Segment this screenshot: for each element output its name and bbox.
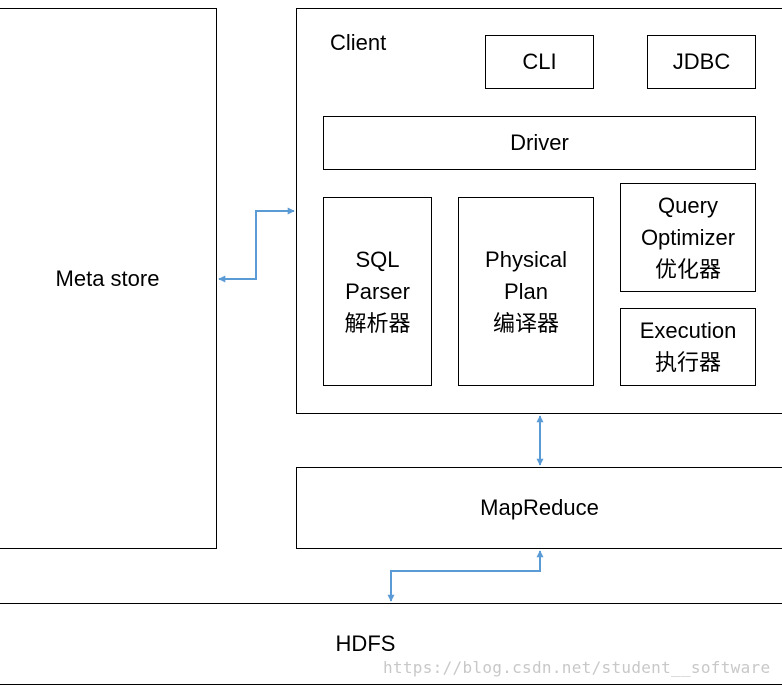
sql-parser-line-3: 解析器 bbox=[344, 310, 411, 336]
physical-plan-line-3: 编译器 bbox=[492, 310, 559, 336]
driver-label: Driver bbox=[510, 130, 569, 155]
physical-plan-box: Physical Plan 编译器 bbox=[458, 197, 594, 386]
mapreduce-box: MapReduce bbox=[296, 467, 782, 549]
execution-line-2: 执行器 bbox=[654, 350, 721, 375]
query-optimizer-line-3: 优化器 bbox=[654, 256, 721, 282]
mapreduce-label: MapReduce bbox=[480, 495, 599, 520]
hdfs-box: HDFS bbox=[0, 603, 782, 685]
meta-store-box: Meta store bbox=[0, 8, 217, 549]
cli-box: CLI bbox=[485, 35, 594, 89]
mapreduce-hdfs-arrow bbox=[387, 550, 544, 602]
jdbc-box: JDBC bbox=[647, 35, 756, 89]
physical-plan-line-1: Physical bbox=[485, 246, 567, 272]
physical-plan-line-2: Plan bbox=[503, 278, 549, 304]
execution-line-1: Execution bbox=[639, 318, 737, 343]
query-optimizer-box: Query Optimizer 优化器 bbox=[620, 183, 756, 292]
watermark-text: https://blog.csdn.net/student__software bbox=[383, 658, 771, 677]
metastore-client-arrow bbox=[218, 207, 295, 283]
query-optimizer-line-1: Query bbox=[658, 192, 718, 218]
cli-label: CLI bbox=[522, 49, 557, 74]
jdbc-label: JDBC bbox=[672, 49, 731, 74]
hdfs-label: HDFS bbox=[335, 631, 396, 656]
sql-parser-line-2: Parser bbox=[345, 278, 410, 304]
query-optimizer-line-2: Optimizer bbox=[640, 224, 736, 250]
execution-box: Execution 执行器 bbox=[620, 308, 756, 386]
client-label: Client bbox=[330, 30, 387, 55]
sql-parser-line-1: SQL bbox=[355, 246, 400, 272]
meta-store-label: Meta store bbox=[55, 265, 160, 291]
driver-box: Driver bbox=[323, 116, 756, 170]
sql-parser-box: SQL Parser 解析器 bbox=[323, 197, 432, 386]
